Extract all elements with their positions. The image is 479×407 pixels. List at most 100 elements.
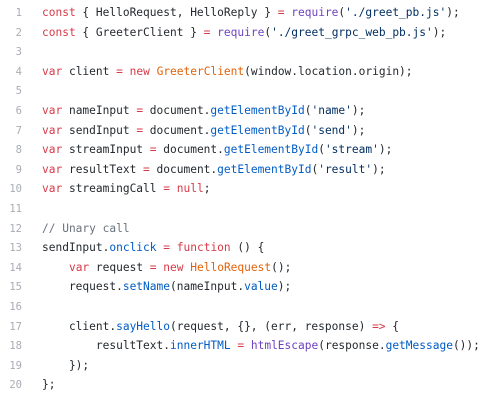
line-number: 3 — [15, 46, 22, 59]
code-text: resultText.innerHTML = htmlEscape(respon… — [42, 336, 479, 356]
code-text: var streamInput = document.getElementByI… — [42, 140, 392, 160]
line-number: 15 — [9, 281, 22, 294]
code-token: 'result' — [318, 162, 373, 176]
code-token: ; — [203, 182, 211, 196]
code-token: nameInput — [62, 104, 137, 117]
code-token: setName — [122, 280, 170, 294]
line-number: 7 — [15, 124, 22, 137]
code-token: = — [163, 182, 171, 196]
code-token: request — [89, 260, 150, 274]
code-token: ); — [372, 162, 386, 176]
code-token: new — [163, 260, 184, 274]
code-token: sendInput — [62, 123, 137, 137]
code-text: sendInput.onclick = function () { — [42, 238, 264, 258]
code-token: getMessage — [385, 339, 453, 353]
code-line: 1 const { HelloRequest, HelloReply } = re… — [0, 3, 479, 23]
code-line: 20}; — [0, 375, 479, 395]
line-number: 6 — [15, 105, 22, 117]
line-number: 16 — [9, 301, 22, 313]
code-line: 8 var streamInput = document.getElementBy… — [0, 140, 479, 160]
code-token: ( — [338, 6, 346, 19]
code-token: = — [136, 104, 144, 117]
code-token — [170, 241, 177, 254]
code-token: (); — [271, 260, 292, 274]
code-text: var sendInput = document.getElementById(… — [42, 121, 365, 141]
code-token: client — [62, 64, 117, 78]
code-token: null — [176, 182, 204, 196]
code-token: document. — [149, 162, 218, 176]
code-token: client. — [42, 319, 117, 333]
code-line: 19 }); — [0, 356, 479, 376]
line-number: 1 — [15, 7, 22, 19]
code-token: ( — [318, 143, 325, 157]
code-token: getElementById — [210, 123, 305, 137]
code-token: = — [149, 260, 157, 274]
code-token: = — [203, 25, 211, 39]
code-token: sayHello — [116, 319, 170, 333]
code-token — [42, 261, 69, 274]
code-token: = — [277, 6, 285, 19]
code-text: var streamingCall = null; — [42, 179, 210, 199]
code-line: 5 — [0, 81, 479, 101]
code-text: var nameInput = document.getElementById(… — [42, 101, 365, 121]
code-token: document. — [156, 143, 224, 157]
code-token — [170, 182, 177, 195]
line-number: 8 — [15, 144, 22, 157]
code-line: 16 — [0, 297, 479, 317]
code-token: }); — [42, 358, 90, 372]
code-token: new — [129, 64, 150, 78]
code-token: var — [42, 162, 63, 176]
code-token: ); — [446, 6, 460, 19]
code-token: var — [42, 64, 63, 78]
code-token: = — [116, 64, 123, 78]
code-line: 11 — [0, 199, 479, 219]
code-line: 18 resultText.innerHTML = htmlEscape(res… — [0, 336, 479, 356]
code-token: document. — [143, 104, 211, 117]
code-line: 6 var nameInput = document.getElementById… — [0, 101, 479, 121]
code-token: const — [42, 25, 76, 39]
code-text: const { HelloRequest, HelloReply } = req… — [42, 3, 460, 23]
code-token: htmlEscape — [250, 339, 319, 353]
code-token: var — [42, 123, 63, 137]
code-token: './greet_grpc_web_pb.js' — [271, 25, 433, 39]
code-line: 15 request.setName(nameInput.value); — [0, 277, 479, 297]
line-number: 18 — [9, 340, 22, 353]
code-token: HelloRequest — [190, 260, 272, 274]
code-token: ()); — [452, 339, 479, 353]
line-number: 11 — [9, 203, 22, 215]
line-number: 10 — [9, 183, 22, 196]
code-token: innerHTML — [169, 339, 231, 353]
code-token: resultText. — [42, 339, 170, 353]
code-token: getElementById — [210, 104, 305, 117]
code-text: var resultText = document.getElementById… — [42, 160, 386, 180]
code-token: streamingCall — [62, 182, 164, 196]
code-text: var request = new HelloRequest(); — [42, 258, 291, 278]
code-token: var — [42, 182, 63, 196]
code-token: (response. — [318, 339, 386, 353]
code-token: 'name' — [311, 104, 352, 117]
code-token: ( — [311, 162, 319, 176]
line-number: 4 — [15, 65, 22, 78]
code-line: 14 var request = new HelloRequest(); — [0, 258, 479, 278]
line-number: 13 — [9, 242, 22, 255]
line-number: 14 — [9, 261, 22, 274]
code-text: request.setName(nameInput.value); — [42, 277, 291, 297]
code-token — [244, 339, 251, 352]
code-token: value — [244, 280, 278, 294]
code-token: sendInput. — [42, 241, 110, 255]
code-token: './greet_pb.js' — [345, 6, 447, 19]
code-token: ); — [432, 25, 447, 39]
code-token: streamInput — [62, 143, 150, 157]
line-number: 5 — [15, 85, 22, 98]
code-token: => — [372, 319, 386, 333]
code-token: request. — [42, 280, 123, 294]
code-token: // Unary call — [42, 221, 130, 235]
code-token: ( — [304, 123, 312, 137]
code-token: getElementById — [217, 162, 312, 176]
line-number: 2 — [15, 26, 22, 39]
code-token: var — [42, 143, 63, 157]
code-token: require — [291, 6, 339, 19]
code-token: GreeterClient — [156, 64, 245, 78]
